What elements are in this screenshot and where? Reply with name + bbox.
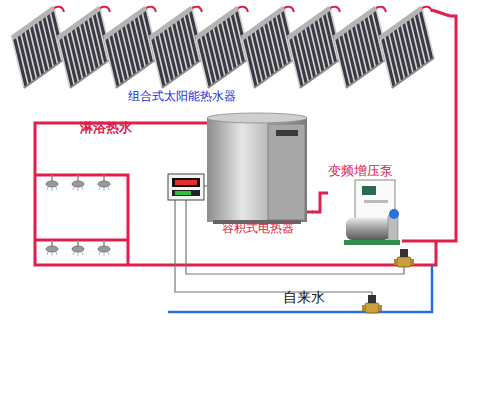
pipe-label: 自来水 [283, 289, 325, 306]
hot-water-pipes [35, 117, 436, 265]
node-label: 变频增压泵 [328, 163, 393, 179]
hot-water-pipe [312, 193, 328, 212]
electric-tank [207, 113, 307, 224]
shower-heads [46, 175, 110, 256]
pipe-line [312, 193, 328, 212]
booster-pump: 变频增压泵 [328, 163, 402, 253]
solar-collector-array: 组合式太阳能热水器 [10, 2, 450, 110]
node-label: 组合式太阳能热水器 [128, 89, 236, 103]
pipe-line [402, 16, 456, 241]
hot-water-pipe [402, 16, 456, 241]
node-label: 容积式电热器 [222, 221, 294, 235]
tap-water-pipe [168, 266, 432, 312]
pipe-label: 淋浴热水 [80, 120, 132, 136]
controller [168, 174, 204, 200]
booster-pump-unit [344, 180, 400, 245]
solenoid-valves [362, 249, 414, 313]
solar-panels [12, 7, 450, 88]
volume-electric-heater: 容积式电热器 [200, 108, 312, 238]
